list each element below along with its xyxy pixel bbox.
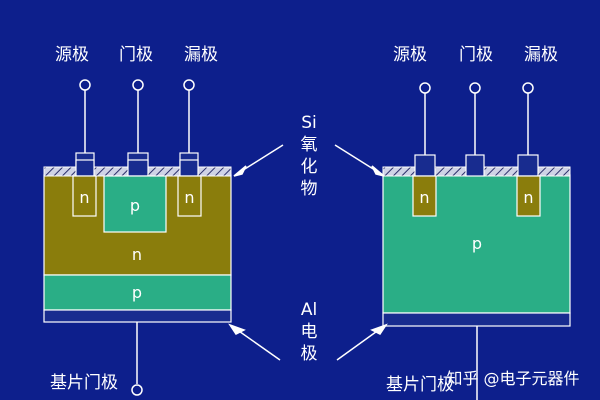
arrow-oxide-left [239, 144, 284, 173]
electrode-char-1: 电 [301, 322, 318, 342]
arrow-al-left [235, 328, 281, 361]
left-p-layer-letter: p [132, 283, 142, 302]
right-p-body-letter: p [472, 234, 482, 253]
left-al-electrode [43, 309, 232, 323]
left-n-drain-letter: n [184, 188, 194, 207]
left-p-well [103, 175, 167, 233]
left-p-layer [43, 274, 232, 311]
left-n-source-letter: n [79, 188, 89, 207]
right-al-electrode [382, 312, 571, 327]
left-device: 源极 门极 漏极 n [43, 45, 232, 396]
right-gate-label: 门极 [459, 45, 493, 65]
oxide-char-1: 氧 [301, 135, 318, 155]
left-substrate-terminal [131, 384, 143, 396]
oxide-char-2: 化 [301, 157, 318, 177]
left-n-drain [177, 175, 202, 217]
right-n-source-letter: n [419, 188, 429, 207]
oxide-char-3: 物 [301, 179, 318, 199]
left-terminal-leads [79, 79, 195, 153]
right-n-source [412, 175, 437, 217]
right-substrate-gate-label: 基片门极 [386, 375, 454, 395]
left-source-label: 源极 [55, 45, 89, 65]
right-source-label: 源极 [393, 45, 427, 65]
si-label: Si [301, 113, 317, 133]
left-n-source [72, 175, 97, 217]
al-label: Al [301, 300, 317, 320]
left-drain-label: 漏极 [184, 45, 218, 65]
watermark: 知乎 @电子元器件 [446, 369, 579, 388]
right-gate-contact [465, 154, 485, 177]
right-device: 源极 门极 漏极 n n p 基片门极 [382, 45, 571, 400]
right-drain-contact [517, 154, 539, 177]
right-n-drain [516, 175, 541, 217]
center-annotations: Si 氧 化 物 Al 电 极 [228, 113, 388, 364]
arrow-oxide-right [334, 144, 379, 173]
arrow-al-right [336, 328, 381, 361]
left-p-well-letter: p [130, 196, 140, 215]
right-source-contact [414, 154, 436, 177]
right-n-drain-letter: n [523, 188, 533, 207]
left-gate-label: 门极 [119, 45, 153, 65]
right-terminal-leads [419, 82, 534, 155]
right-drain-label: 漏极 [524, 45, 558, 65]
left-n-layer-letter: n [132, 245, 142, 264]
left-substrate-gate-label: 基片门极 [50, 373, 118, 393]
electrode-char-2: 极 [301, 344, 318, 364]
